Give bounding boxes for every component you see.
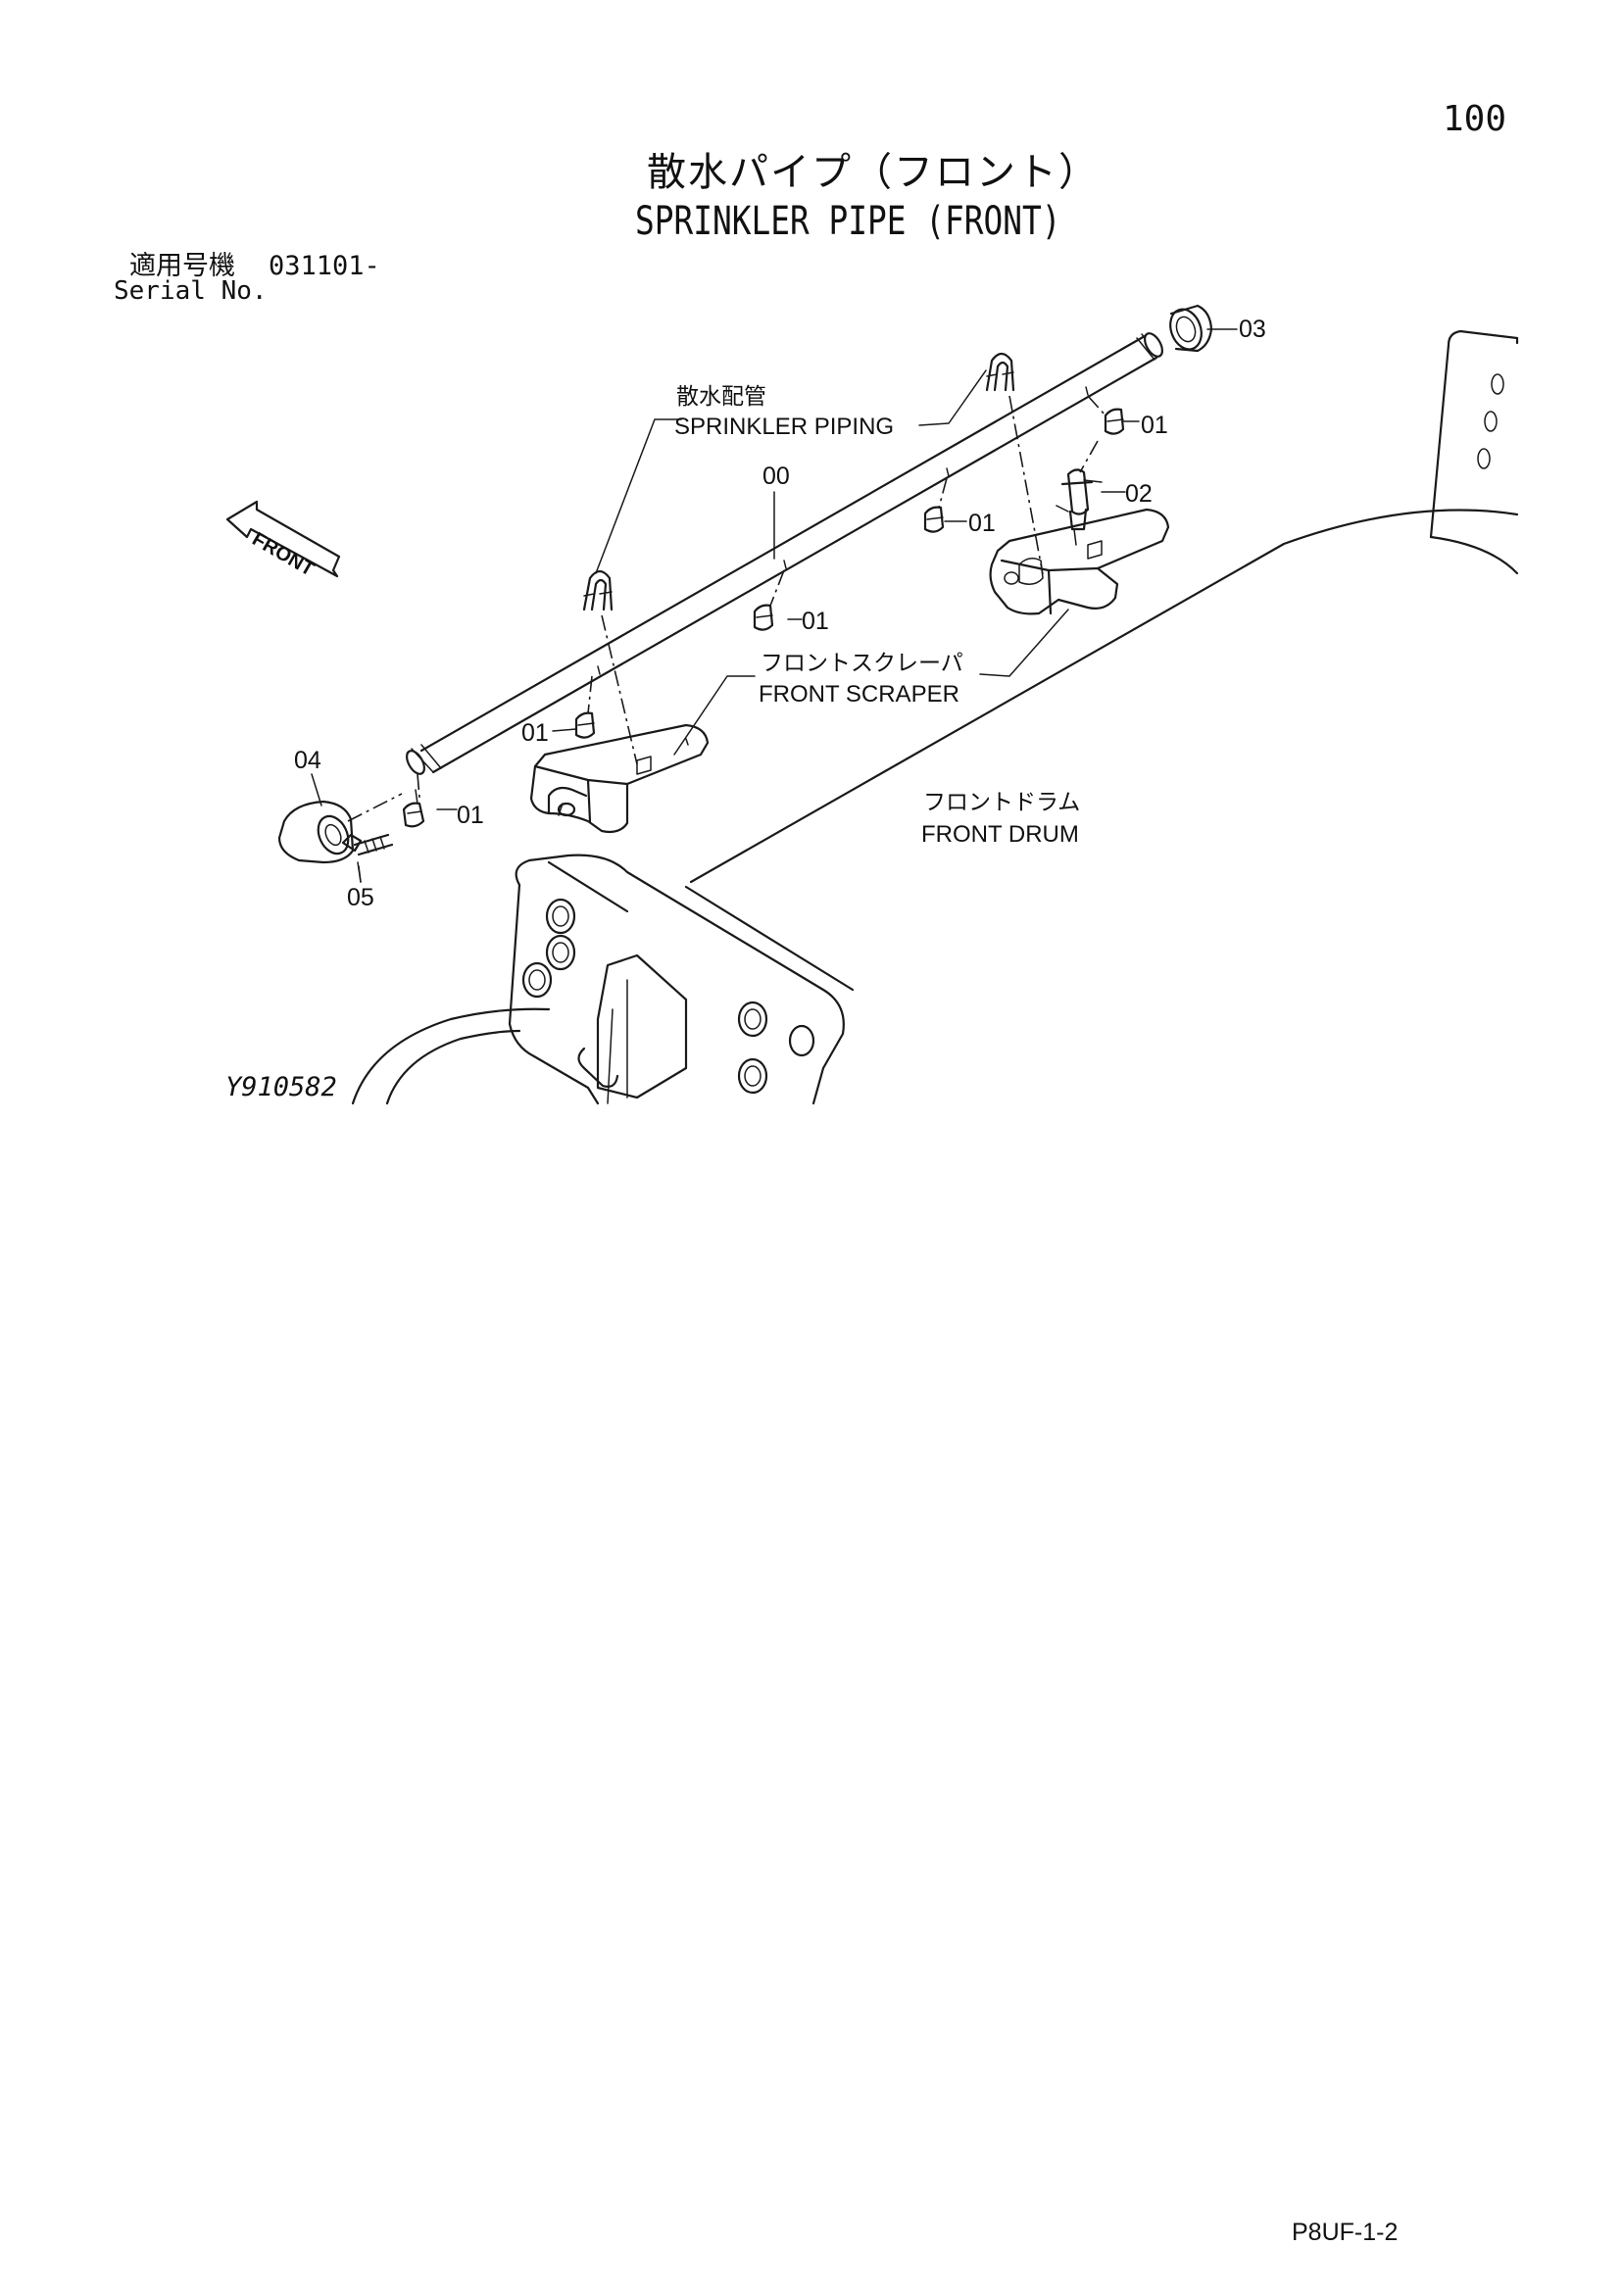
part-number-00: 00 xyxy=(762,463,790,490)
front-drum xyxy=(547,509,1519,992)
part-number-01: 01 xyxy=(968,510,996,537)
serial-value: 031101- xyxy=(269,251,380,281)
front-arrow-icon xyxy=(225,500,341,578)
part-number-01: 01 xyxy=(521,719,549,747)
part-number-05: 05 xyxy=(347,884,374,911)
part-number-03: 03 xyxy=(1239,316,1266,343)
u-bolt-right xyxy=(985,352,1044,575)
sprinkler-pipe xyxy=(406,332,1163,775)
valve-02 xyxy=(1056,440,1103,546)
part-number-04: 04 xyxy=(294,747,321,774)
nozzle-01-e xyxy=(1087,395,1125,435)
part-number-01: 01 xyxy=(1141,412,1168,439)
part-number-01: 01 xyxy=(802,608,829,635)
elbow-04 xyxy=(277,793,403,864)
callout-sprinkler-piping-jp: 散水配管 xyxy=(676,384,766,410)
callout-front-scraper-jp: フロントスクレーパ xyxy=(761,651,963,676)
serial-label-japanese: 適用号機 xyxy=(129,251,235,281)
nipple-05 xyxy=(341,833,394,883)
serial-label-english: Serial No. xyxy=(114,276,268,306)
footer-code: P8UF-1-2 xyxy=(1292,2219,1399,2246)
part-number-01: 01 xyxy=(457,802,484,829)
callout-front-drum-jp: フロントドラム xyxy=(923,790,1081,815)
title-japanese: 散水パイプ（フロント） xyxy=(647,150,1100,195)
nozzle-01-c xyxy=(753,569,785,631)
leader-lines xyxy=(311,328,1238,883)
callout-front-scraper-en: FRONT SCRAPER xyxy=(759,681,959,708)
bearing-plate xyxy=(351,854,845,1105)
callout-sprinkler-piping-en: SPRINKLER PIPING xyxy=(674,414,895,440)
page-number: 100 xyxy=(1443,99,1507,139)
nozzle-01-d xyxy=(923,477,948,533)
scraper-bracket-left xyxy=(529,723,710,834)
u-bolt-left xyxy=(582,569,638,765)
nozzle-01-a xyxy=(402,773,425,828)
part-number-02: 02 xyxy=(1125,480,1153,508)
scraper-bracket-right xyxy=(989,508,1170,615)
end-cap-03 xyxy=(1169,304,1213,353)
callout-front-drum-en: FRONT DRUM xyxy=(921,821,1079,848)
frame-right xyxy=(1429,329,1519,575)
drawing-id: Y910582 xyxy=(225,1072,337,1102)
title-english: SPRINKLER PIPE (FRONT) xyxy=(635,199,1061,244)
nozzle-01-b xyxy=(574,675,596,739)
